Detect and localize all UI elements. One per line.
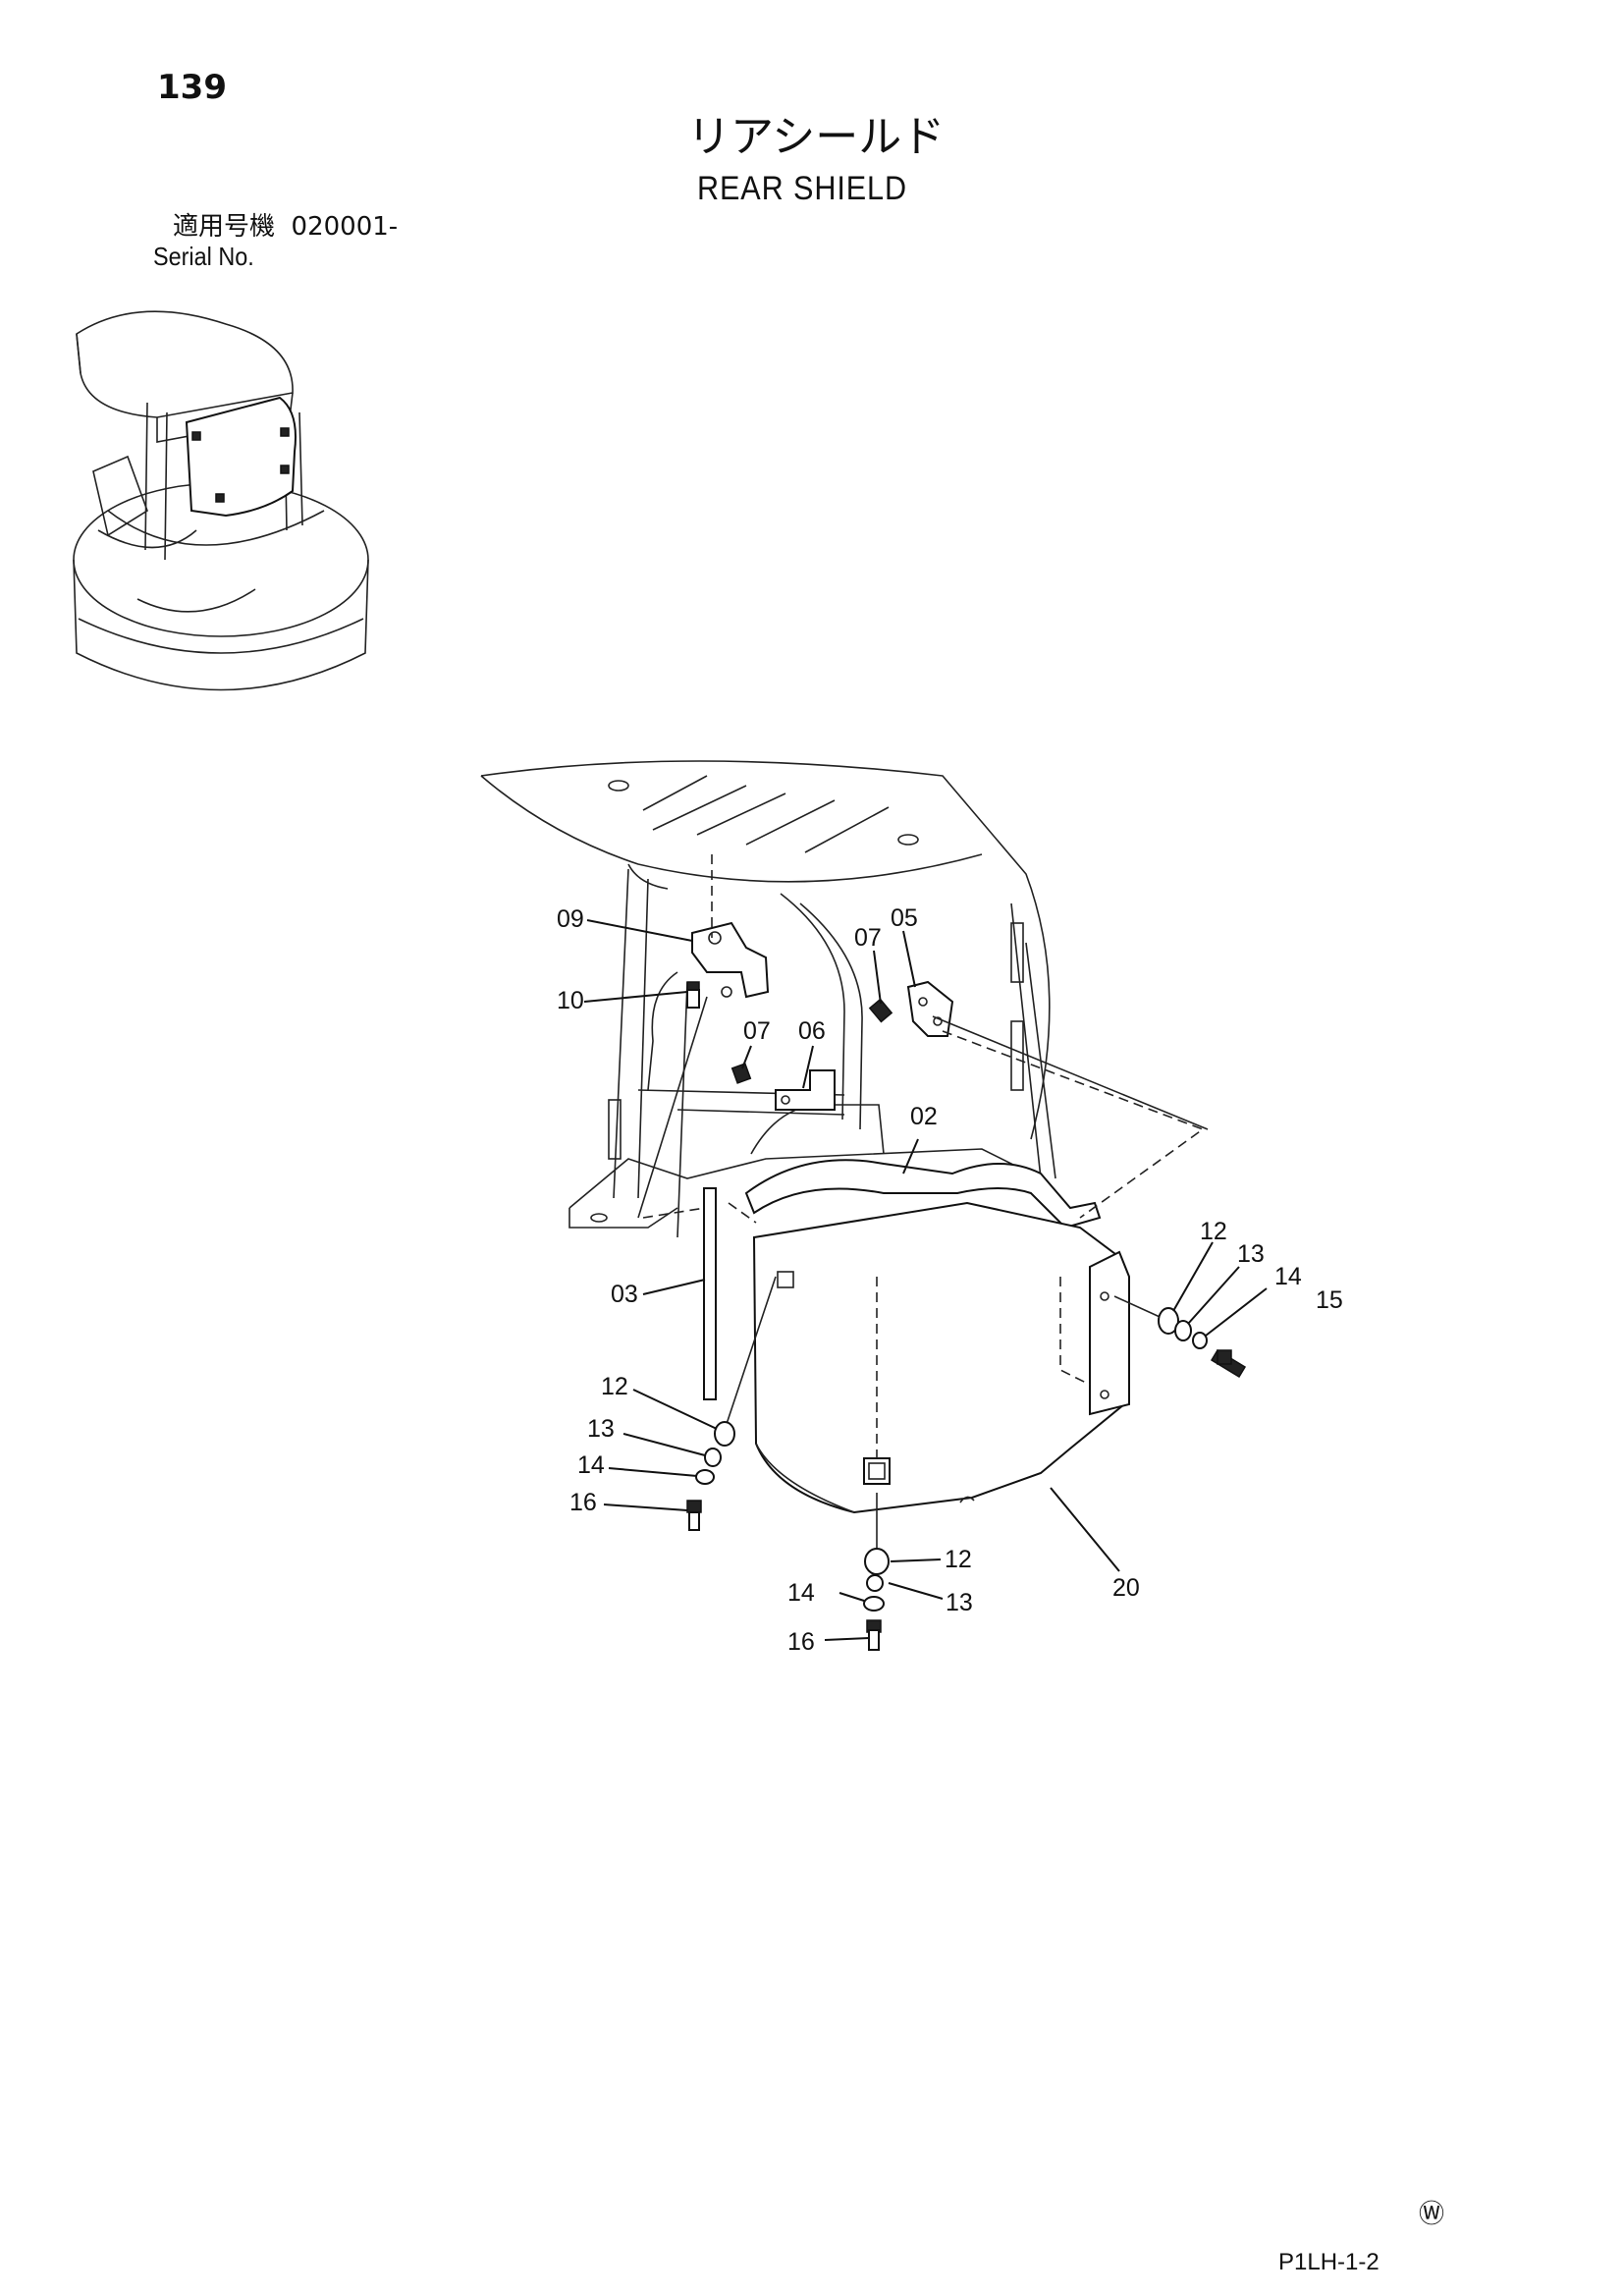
callout-05: 05 xyxy=(891,904,918,932)
callout-labels: 09 10 07 05 07 06 02 03 12 13 14 15 12 1… xyxy=(557,904,1343,1656)
part-07-bolt-upper xyxy=(868,998,893,1023)
callout-07-lower: 07 xyxy=(743,1017,771,1045)
callout-12-bottom: 12 xyxy=(945,1546,972,1573)
watermark-symbol: Ⓦ xyxy=(1419,2200,1445,2229)
callout-07-upper: 07 xyxy=(854,924,882,952)
callout-12-right: 12 xyxy=(1200,1218,1227,1245)
callout-14-right: 14 xyxy=(1274,1263,1302,1290)
callout-20: 20 xyxy=(1112,1574,1140,1602)
part-06-bracket xyxy=(775,1069,836,1111)
part-20-rear-shield xyxy=(752,1201,1130,1514)
callout-02: 02 xyxy=(910,1103,938,1130)
part-02-seal-strip xyxy=(744,1159,1102,1230)
cab-frame xyxy=(480,760,1056,1238)
part-05-bracket xyxy=(906,980,954,1037)
serial-applicability: 適用号機 020001- xyxy=(173,214,398,240)
part-07-bolt-lower xyxy=(730,1063,752,1084)
callout-14-left: 14 xyxy=(577,1451,605,1479)
callout-13-right: 13 xyxy=(1237,1240,1265,1268)
part-09-bracket xyxy=(691,921,770,999)
callout-09: 09 xyxy=(557,905,584,933)
thumbnail-cab-illustration xyxy=(73,310,369,691)
callout-13-bottom: 13 xyxy=(946,1589,973,1616)
page-number: 139 xyxy=(157,68,227,107)
callout-14-bottom: 14 xyxy=(787,1579,815,1607)
callout-16-left: 16 xyxy=(569,1489,597,1516)
callout-leaders xyxy=(583,919,1268,1641)
serial-number-value: 020001- xyxy=(291,212,399,242)
callout-16-bottom: 16 xyxy=(787,1628,815,1656)
callout-10: 10 xyxy=(557,987,584,1014)
serial-label-english: Serial No. xyxy=(153,242,254,271)
serial-label-japanese: 適用号機 xyxy=(173,212,276,242)
hardware-bottom xyxy=(863,1548,890,1651)
callout-15: 15 xyxy=(1316,1286,1343,1314)
callout-12-left: 12 xyxy=(601,1373,628,1400)
page-title-english: REAR SHIELD xyxy=(697,170,907,207)
hardware-right xyxy=(1158,1307,1247,1379)
part-10-bolt xyxy=(686,981,700,1009)
callout-06: 06 xyxy=(798,1017,826,1045)
callout-03: 03 xyxy=(611,1281,638,1308)
callout-13-left: 13 xyxy=(587,1415,615,1443)
page-title-japanese: リアシールド xyxy=(687,112,946,162)
drawing-code: P1LH-1-2 xyxy=(1278,2249,1380,2275)
part-03-seal-vertical xyxy=(703,1187,717,1400)
hardware-left xyxy=(686,1421,735,1531)
